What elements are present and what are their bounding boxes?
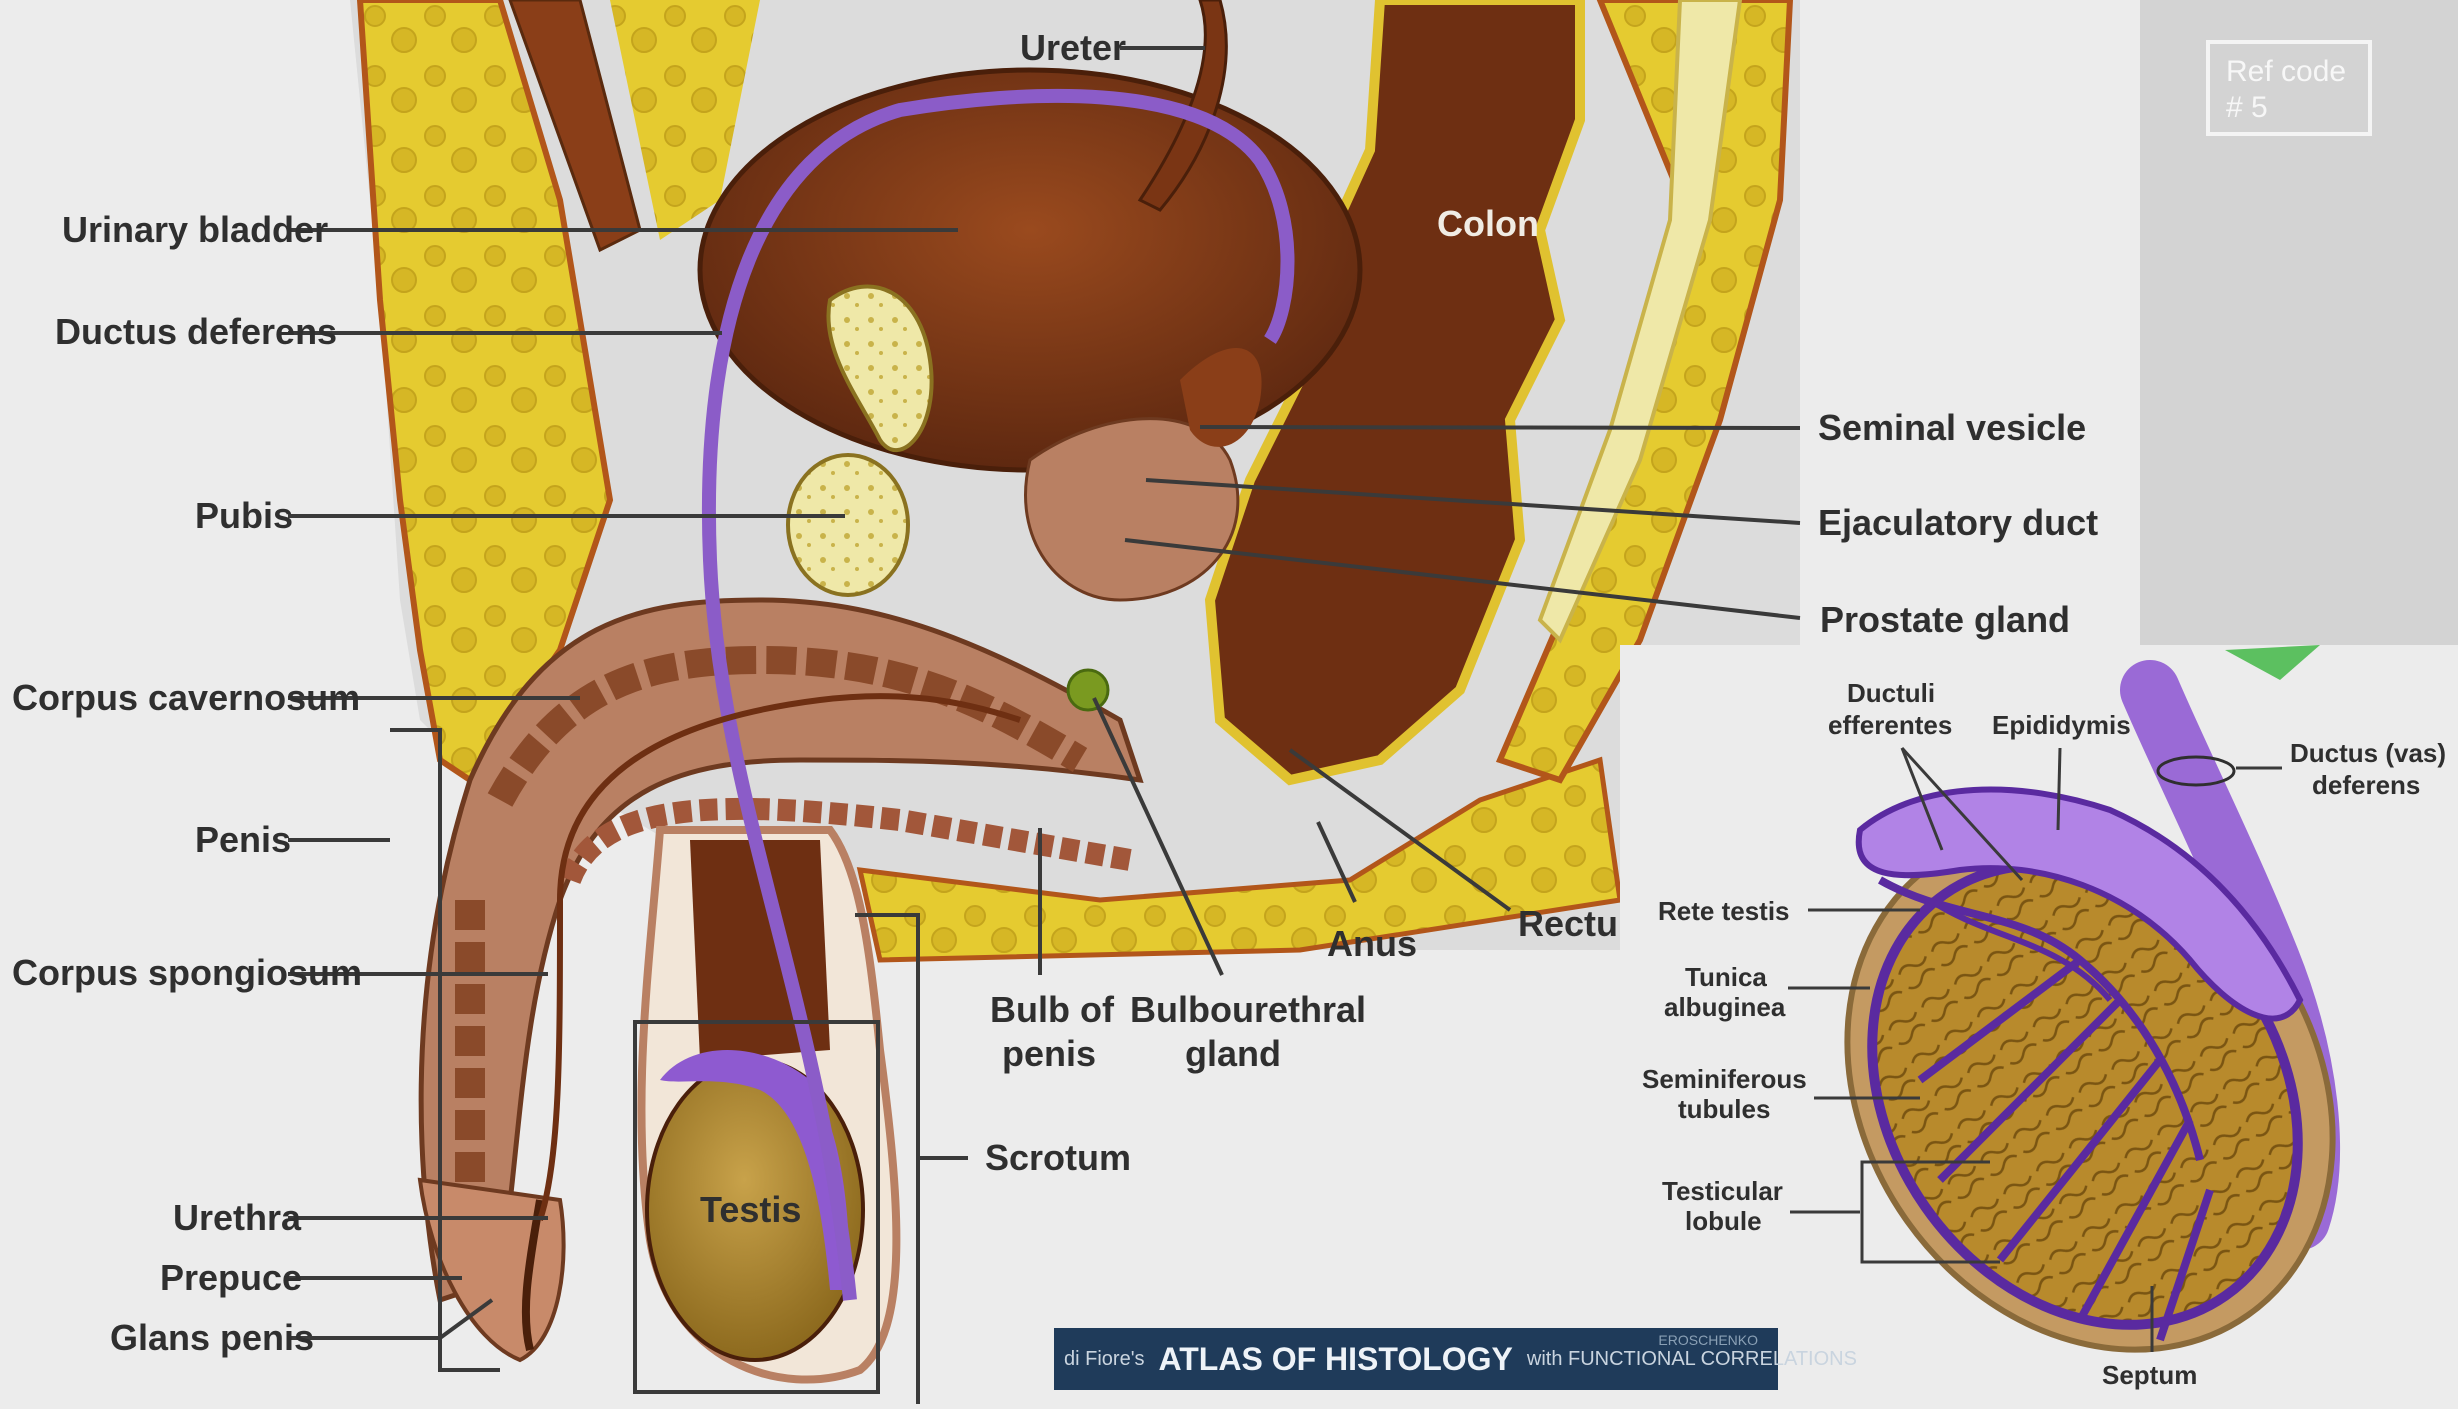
label-seminiferous-line2: tubules: [1678, 1094, 1770, 1124]
ref-code-box: Ref code # 5: [2206, 40, 2372, 136]
label-urethra: Urethra: [173, 1197, 302, 1238]
label-ductus-deferens: Ductus deferens: [55, 311, 337, 352]
label-scrotum: Scrotum: [985, 1137, 1131, 1178]
label-bulbourethral-line1: Bulbourethral: [1130, 989, 1366, 1030]
label-prepuce: Prepuce: [160, 1257, 302, 1298]
label-ductus-vas-line2: deferens: [2312, 770, 2420, 800]
sagittal-section: [350, 0, 1800, 1404]
label-anus: Anus: [1327, 923, 1417, 964]
label-bulb-of-penis-line1: Bulb of: [990, 989, 1115, 1030]
label-lobule-line2: lobule: [1685, 1206, 1762, 1236]
label-lobule-line1: Testicular: [1662, 1176, 1783, 1206]
label-tunica-line2: albuginea: [1664, 992, 1786, 1022]
label-ductuli-line2: efferentes: [1828, 710, 1952, 740]
label-glans-penis: Glans penis: [110, 1317, 314, 1358]
label-seminal-vesicle: Seminal vesicle: [1818, 407, 2086, 448]
label-ductus-vas-line1: Ductus (vas): [2290, 738, 2446, 768]
label-bulb-of-penis-line2: penis: [1002, 1033, 1096, 1074]
label-pubis: Pubis: [195, 495, 293, 536]
label-epididymis: Epididymis: [1992, 710, 2131, 740]
label-ureter: Ureter: [1020, 27, 1126, 68]
label-corpus-cavernosum: Corpus cavernosum: [12, 677, 360, 718]
label-penis: Penis: [195, 819, 291, 860]
label-urinary-bladder: Urinary bladder: [62, 209, 328, 250]
label-prostate-gland: Prostate gland: [1820, 599, 2070, 640]
label-testis: Testis: [700, 1189, 801, 1230]
banner-brand: di Fiore's: [1064, 1348, 1145, 1371]
label-ejaculatory-duct: Ejaculatory duct: [1818, 502, 2098, 543]
label-tunica-line1: Tunica: [1685, 962, 1767, 992]
label-corpus-spongiosum: Corpus spongiosum: [12, 952, 362, 993]
ref-code-text: Ref code # 5: [2226, 55, 2346, 124]
banner-subtitle: with FUNCTIONAL CORRELATIONS: [1527, 1348, 1857, 1371]
label-seminiferous-line1: Seminiferous: [1642, 1064, 1807, 1094]
label-rete-testis: Rete testis: [1658, 896, 1790, 926]
label-septum: Septum: [2102, 1360, 2197, 1390]
testis-detail-panel: Ductuli efferentes Epididymis Ductus (va…: [1620, 645, 2458, 1404]
label-ductuli-line1: Ductuli: [1847, 678, 1935, 708]
banner-title: ATLAS OF HISTOLOGY: [1159, 1341, 1513, 1378]
banner-author: EROSCHENKO: [1658, 1332, 1758, 1348]
urinary-bladder: [700, 70, 1360, 470]
label-bulbourethral-line2: gland: [1185, 1033, 1281, 1074]
label-colon: Colon: [1437, 203, 1539, 244]
atlas-banner: di Fiore's ATLAS OF HISTOLOGY with FUNCT…: [1054, 1328, 1778, 1390]
bulbourethral-gland: [1068, 670, 1108, 710]
